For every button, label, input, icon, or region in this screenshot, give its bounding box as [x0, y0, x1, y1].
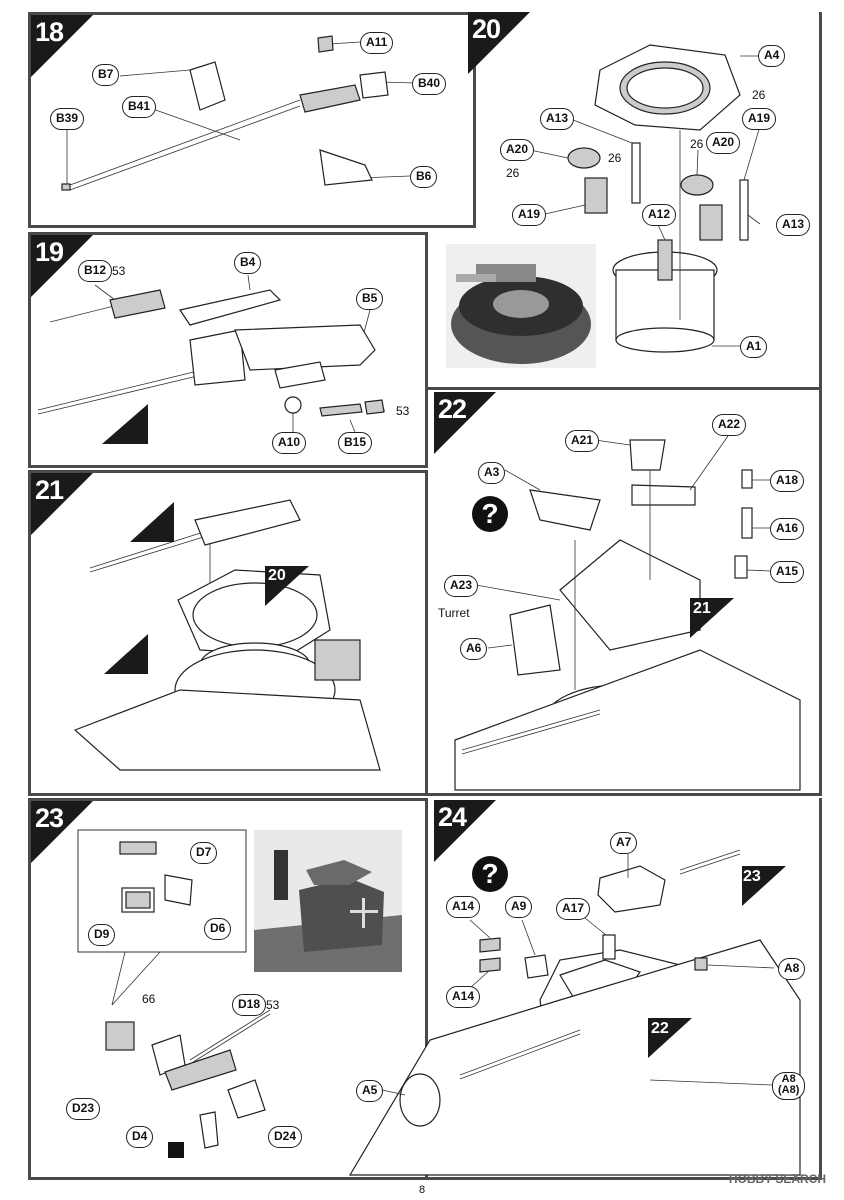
part-label-B39: B39	[50, 108, 85, 130]
part-label-B5: B5	[356, 288, 384, 310]
part-label-A13-right: A13	[776, 214, 811, 236]
step-18-badge: 18	[31, 15, 93, 77]
quantity-53-d18: 53	[266, 998, 280, 1012]
part-label-A14-lower: A14	[446, 986, 481, 1008]
page-number: 8	[418, 1184, 426, 1196]
part-label-B6: B6	[410, 166, 438, 188]
part-label-A9: A9	[505, 896, 533, 918]
part-label-A15: A15	[770, 561, 805, 583]
part-label-A6: A6	[460, 638, 488, 660]
step-22-panel	[428, 390, 822, 796]
question-mark-icon-24: ?	[472, 856, 508, 892]
quantity-53-b15: 53	[396, 404, 410, 418]
part-label-A3: A3	[478, 462, 506, 484]
part-label-A23: A23	[444, 575, 479, 597]
part-label-D9: D9	[88, 924, 116, 946]
part-label-A16: A16	[770, 518, 805, 540]
step-18-panel	[28, 12, 476, 228]
part-label-A14-upper: A14	[446, 896, 481, 918]
part-label-A19-left: A19	[512, 204, 547, 226]
question-mark-icon: ?	[472, 496, 508, 532]
part-label-B12: B12	[78, 260, 113, 282]
step-24-badge: 24	[434, 800, 496, 862]
quantity-26-d: 26	[506, 166, 520, 180]
part-label-D4: D4	[126, 1126, 154, 1148]
part-label-A17: A17	[556, 898, 591, 920]
step-23-panel	[28, 798, 428, 1180]
part-label-A4: A4	[758, 45, 786, 67]
watermark: HOBBY SEARCH	[728, 1172, 826, 1186]
part-label-A21: A21	[565, 430, 600, 452]
step-23-badge: 23	[31, 801, 93, 863]
part-label-D23: D23	[66, 1098, 101, 1120]
step-21-badge: 21	[31, 473, 93, 535]
part-label-D24: D24	[268, 1126, 303, 1148]
part-label-A11: A11	[360, 32, 394, 54]
quantity-66: 66	[142, 992, 156, 1006]
step-21-panel	[28, 470, 428, 796]
part-label-A13-left: A13	[540, 108, 575, 130]
step-22-badge: 22	[434, 392, 496, 454]
part-label-B4: B4	[234, 252, 262, 274]
part-label-B41: B41	[122, 96, 157, 118]
step-20-badge: 20	[468, 12, 530, 74]
step-24-panel	[428, 798, 822, 1180]
part-label-A19-right: A19	[742, 108, 777, 130]
part-label-A1: A1	[740, 336, 768, 358]
step-20-panel	[428, 12, 822, 390]
quantity-53-b12: 53	[112, 264, 126, 278]
part-label-B7: B7	[92, 64, 120, 86]
step-19-panel	[28, 232, 428, 468]
step-20-photo	[446, 244, 596, 368]
part-label-A8: A8	[778, 958, 806, 980]
part-label-B15: B15	[338, 432, 373, 454]
part-label-A7: A7	[610, 832, 638, 854]
part-label-A10: A10	[272, 432, 307, 454]
part-label-D18: D18	[232, 994, 267, 1016]
part-label-D6: D6	[204, 918, 232, 940]
part-label-A12: A12	[642, 204, 677, 226]
part-label-A20-right: A20	[706, 132, 741, 154]
part-label-A8-alt: A8 (A8)	[772, 1072, 806, 1100]
part-label-A18: A18	[770, 470, 805, 492]
step-19-badge: 19	[31, 235, 93, 297]
part-label-D7: D7	[190, 842, 218, 864]
part-label-A22: A22	[712, 414, 747, 436]
quantity-26-c: 26	[690, 137, 704, 151]
part-label-B40: B40	[412, 73, 447, 95]
quantity-26-a: 26	[752, 88, 766, 102]
step-23-photo	[254, 830, 402, 972]
quantity-26-b: 26	[608, 151, 622, 165]
part-label-A5: A5	[356, 1080, 384, 1102]
part-label-A20-left: A20	[500, 139, 535, 161]
turret-label: Turret	[438, 606, 470, 620]
